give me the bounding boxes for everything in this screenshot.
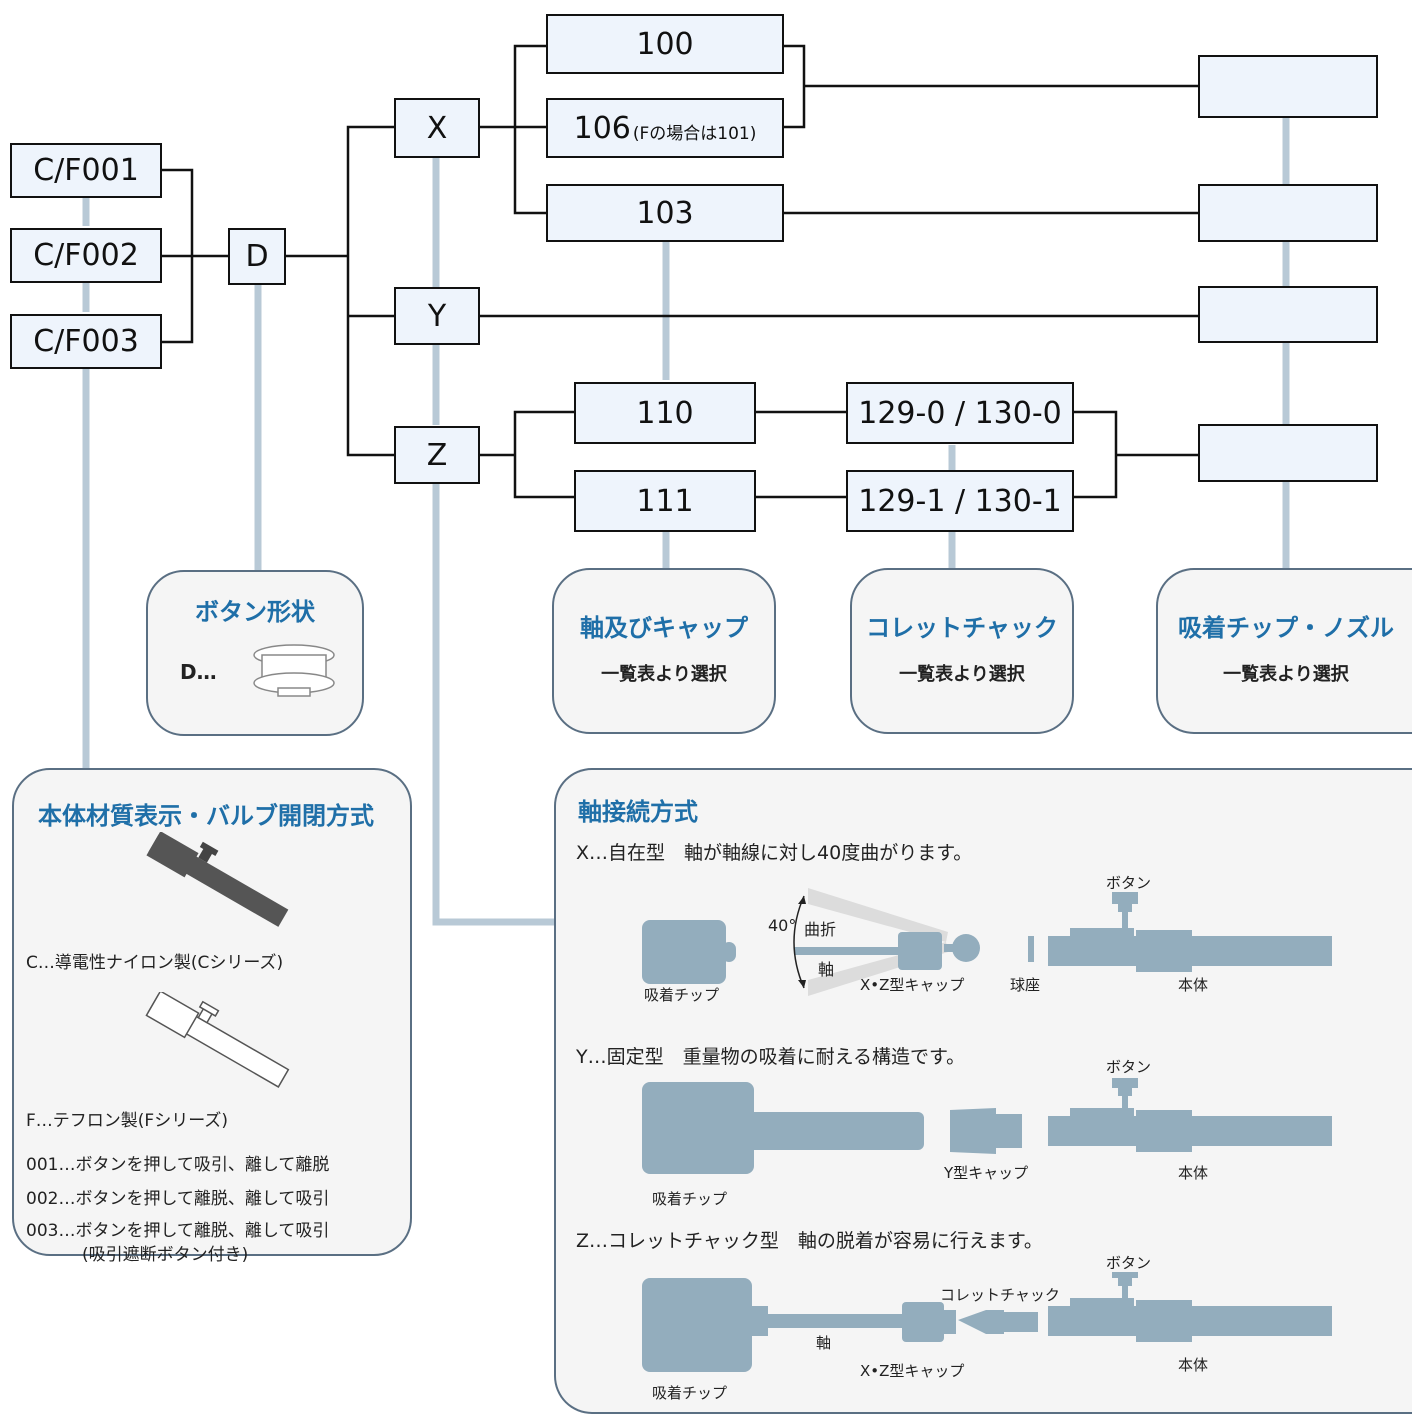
box-129-0: 129-0 / 130-0	[846, 382, 1074, 444]
z-type-row: Z…コレットチャック型 軸の脱着が容易に行えます。	[576, 1230, 1043, 1252]
box-103: 103	[546, 184, 784, 242]
shaft-cap-title: 軸及びキャップ	[580, 614, 748, 642]
body-material-title: 本体材質表示・バルブ開閉方式	[38, 802, 374, 830]
box-cf001: C/F001	[10, 143, 162, 198]
box-110: 110	[574, 382, 756, 444]
tip-nozzle-sub: 一覧表より選択	[1223, 664, 1349, 685]
tip-nozzle-title: 吸着チップ・ノズル	[1178, 614, 1394, 642]
box-y: Y	[394, 287, 480, 345]
f-series-body-icon	[145, 992, 290, 1088]
box-d: D	[228, 228, 286, 285]
z-button-label: ボタン	[1106, 1254, 1152, 1272]
shaft-cap-panel: 軸及びキャップ 一覧表より選択	[552, 568, 776, 734]
y-type-row: Y…固定型 重量物の吸着に耐える構造です。	[576, 1046, 966, 1068]
collet-chuck-panel: コレットチャック 一覧表より選択	[850, 568, 1074, 734]
z-shaft-label: 軸	[816, 1334, 832, 1352]
c-series-body-icon	[146, 832, 289, 927]
box-106: 106(Fの場合は101)	[546, 98, 784, 158]
box-cf002: C/F002	[10, 228, 162, 283]
f-series-label: F…テフロン製(Fシリーズ)	[26, 1111, 228, 1131]
x-shaft-label: 軸	[818, 960, 835, 979]
collet-chuck-sub: 一覧表より選択	[899, 664, 1025, 685]
box-z: Z	[394, 426, 480, 484]
option-002: 002…ボタンを押して離脱、離して吸引	[26, 1189, 330, 1209]
box-129-1: 129-1 / 130-1	[846, 470, 1074, 532]
gray-connectors	[82, 118, 1290, 926]
box-x: X	[394, 98, 480, 158]
x-angle-label: 40°	[768, 916, 797, 935]
x-cap-label: X•Z型キャップ	[860, 976, 965, 994]
box-tip-4	[1198, 424, 1378, 482]
option-003: 003…ボタンを押して離脱、離して吸引	[26, 1221, 330, 1241]
z-cap-label: X•Z型キャップ	[860, 1362, 965, 1380]
tip-nozzle-panel: 吸着チップ・ノズル 一覧表より選択	[1156, 568, 1412, 734]
y-type-assembly	[642, 1078, 1332, 1174]
button-shape-panel: ボタン形状 D…	[146, 570, 364, 736]
option-001: 001…ボタンを押して吸引、離して離脱	[26, 1155, 330, 1175]
x-body-label: 本体	[1178, 976, 1209, 994]
option-003-note: (吸引遮断ボタン付き)	[82, 1245, 249, 1265]
x-button-label: ボタン	[1106, 874, 1152, 892]
x-type-assembly	[642, 888, 1332, 996]
box-100: 100	[546, 14, 784, 74]
collet-chuck-title: コレットチャック	[866, 614, 1058, 642]
z-collet-label: コレットチャック	[940, 1286, 1060, 1304]
y-button-label: ボタン	[1106, 1058, 1152, 1076]
y-tip-label: 吸着チップ	[652, 1190, 728, 1208]
button-shape-title: ボタン形状	[195, 598, 315, 626]
x-tip-label: 吸着チップ	[644, 986, 720, 1004]
body-material-panel: 本体材質表示・バルブ開閉方式 C…導電性ナイロン製(Cシリーズ) F…テフロン製…	[12, 768, 412, 1265]
z-body-label: 本体	[1178, 1356, 1209, 1374]
c-series-label: C…導電性ナイロン製(Cシリーズ)	[26, 953, 284, 973]
z-type-assembly	[642, 1272, 1332, 1372]
y-body-label: 本体	[1178, 1164, 1209, 1182]
z-tip-label: 吸着チップ	[652, 1384, 728, 1402]
box-cf003: C/F003	[10, 314, 162, 369]
button-shape-label: D…	[180, 660, 217, 684]
shaft-connection-title: 軸接続方式	[578, 798, 698, 826]
button-shape-icon	[253, 644, 335, 697]
x-bend-label: 曲折	[804, 920, 837, 939]
shaft-connection-panel: 軸接続方式 X…自在型 軸が軸線に対し40度曲がります。 Y…固定型 重量物の吸…	[554, 768, 1412, 1414]
shaft-cap-sub: 一覧表より選択	[601, 664, 727, 685]
y-cap-label: Y型キャップ	[944, 1164, 1029, 1182]
box-tip-2	[1198, 184, 1378, 242]
box-tip-3	[1198, 286, 1378, 343]
box-111: 111	[574, 470, 756, 532]
x-type-row: X…自在型 軸が軸線に対し40度曲がります。	[576, 842, 973, 864]
box-tip-1	[1198, 55, 1378, 118]
x-seat-label: 球座	[1010, 976, 1041, 994]
black-wires	[162, 44, 1198, 499]
